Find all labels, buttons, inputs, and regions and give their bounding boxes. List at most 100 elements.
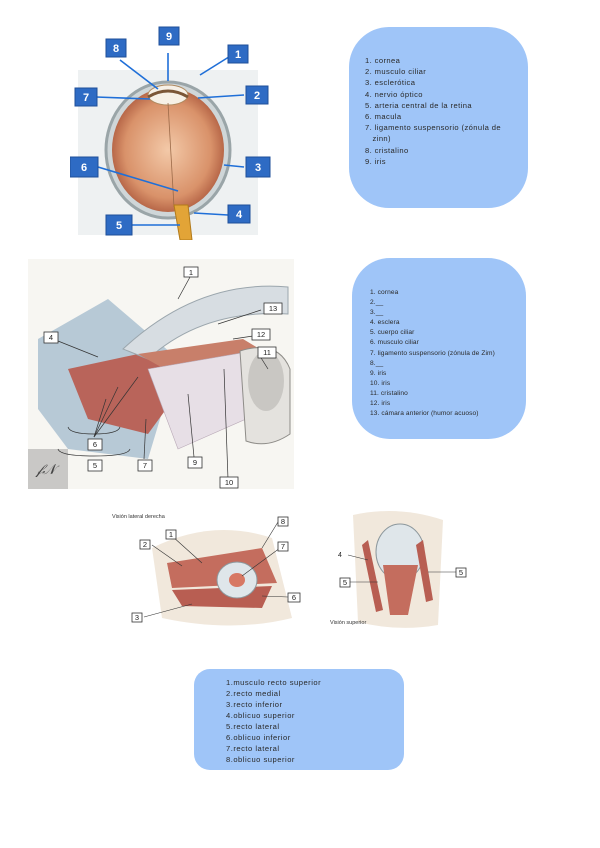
extraocular-muscles-superior-diagram: 4 5 5 Visión superior — [330, 511, 467, 628]
fig3-label-7: 7 — [277, 541, 289, 552]
fig2-label-5: 5 — [87, 459, 103, 472]
svg-text:9: 9 — [193, 458, 197, 467]
legend-item: 4. esclera — [370, 319, 400, 327]
legend-item: zinn) — [365, 134, 391, 144]
svg-text:13: 13 — [269, 304, 277, 313]
legend-item: 13. cámara anterior (humor acuoso) — [370, 410, 479, 418]
fig3-label-8: 8 — [277, 516, 289, 527]
svg-text:5: 5 — [459, 568, 463, 577]
fig3-superior-label-5b: 5 — [455, 567, 467, 578]
fig1-label-3: 3 — [245, 156, 271, 178]
legend-item: 2. musculo ciliar — [365, 67, 427, 77]
legend-item: 5. cuerpo ciliar — [370, 329, 415, 337]
fig2-label-1: 1 — [183, 266, 199, 278]
legend-item: 2.__ — [370, 299, 384, 307]
fig1-label-8: 8 — [105, 38, 127, 58]
fig1-label-6: 6 — [70, 156, 99, 178]
svg-text:2: 2 — [143, 540, 147, 549]
fig1-label-7: 7 — [74, 87, 98, 107]
fig2-label-10: 10 — [219, 476, 239, 489]
svg-text:7: 7 — [143, 461, 147, 470]
legend-item: 4.oblicuo superior — [226, 711, 295, 720]
fig1-label-9: 9 — [158, 26, 180, 46]
legend-item: 1. cornea — [365, 56, 401, 65]
legend-item: 7.recto lateral — [226, 744, 280, 753]
eye-cross-section-diagram: 9 8 1 7 2 6 3 4 5 — [70, 26, 271, 240]
legend-item: 12. iris — [370, 400, 391, 408]
svg-text:8: 8 — [113, 43, 119, 55]
legend-item: 3. esclerótica — [365, 78, 416, 88]
legend-item: 2.recto medial — [226, 689, 281, 698]
fig3-label-1: 1 — [165, 529, 177, 540]
fig2-label-4: 4 — [43, 331, 59, 344]
fig2-label-12: 12 — [251, 328, 271, 341]
fig2-leader-lines — [57, 276, 269, 480]
superior-view-caption: Visión superior — [330, 620, 366, 626]
legend-item: 5. arteria central de la retina — [365, 100, 472, 110]
svg-text:6: 6 — [292, 593, 296, 602]
fig3-label-6: 6 — [287, 592, 301, 603]
svg-text:12: 12 — [257, 330, 265, 339]
svg-text:3: 3 — [135, 613, 139, 622]
svg-text:1: 1 — [189, 268, 193, 277]
anterior-segment-legend-panel: 1. cornea 2.__ 3.__ 4. esclera 5. cuerpo… — [352, 258, 526, 439]
legend-item: 11. cristalino — [370, 389, 408, 397]
fig1-label-2: 2 — [245, 85, 269, 105]
fig1-label-5: 5 — [105, 214, 133, 236]
lateral-view-caption: Visión lateral derecha — [112, 514, 166, 520]
svg-text:1: 1 — [169, 530, 173, 539]
eye-legend-panel: 1. cornea 2. musculo ciliar 3. escleróti… — [349, 27, 528, 208]
legend-item: 1.musculo recto superior — [226, 678, 322, 687]
fig1-leader-lines — [95, 53, 245, 226]
svg-text:9: 9 — [166, 31, 172, 43]
svg-text:4: 4 — [236, 209, 243, 221]
legend-item: 9. iris — [365, 156, 386, 166]
svg-text:5: 5 — [343, 578, 347, 587]
svg-text:4: 4 — [49, 333, 53, 342]
svg-text:10: 10 — [225, 478, 233, 487]
legend-item: 1. cornea — [370, 289, 399, 296]
svg-text:2: 2 — [254, 90, 260, 102]
fig3-superior-label-4: 4 — [338, 552, 342, 559]
legend-item: 8. cristalino — [365, 145, 409, 155]
legend-item: 9. iris — [370, 369, 387, 377]
svg-text:5: 5 — [93, 461, 97, 470]
extraocular-muscles-lateral-diagram: Visión lateral derecha 8 2 1 7 6 3 — [112, 514, 301, 626]
svg-text:7: 7 — [83, 92, 89, 104]
extraocular-muscles-legend-list: 1.musculo recto superior 2.recto medial … — [226, 677, 404, 765]
anterior-segment-legend-list: 1. cornea 2.__ 3.__ 4. esclera 5. cuerpo… — [370, 288, 526, 419]
svg-text:5: 5 — [116, 220, 122, 232]
signature-mark: 𝒻𝒩 — [35, 461, 60, 478]
legend-item: 6. musculo ciliar — [370, 339, 419, 347]
legend-item: 6.oblicuo inferior — [226, 733, 291, 742]
extraocular-muscles-legend-panel: 1.musculo recto superior 2.recto medial … — [194, 669, 404, 770]
fig1-label-4: 4 — [227, 204, 251, 224]
legend-item: 7. ligamento suspensorio (zónula de — [365, 123, 501, 133]
legend-item: 7. ligamento suspensorio (zónula de Zim) — [370, 349, 495, 357]
legend-item: 5.recto lateral — [226, 722, 280, 731]
fig2-label-11: 11 — [257, 346, 277, 359]
svg-text:6: 6 — [93, 440, 97, 449]
legend-item: 3.__ — [370, 309, 384, 317]
legend-item: 10. iris — [370, 379, 391, 387]
fig1-label-1: 1 — [227, 44, 249, 64]
fig2-label-6: 6 — [87, 438, 103, 451]
fig2-label-13: 13 — [263, 302, 283, 315]
svg-text:1: 1 — [235, 49, 241, 61]
fig2-label-7: 7 — [137, 459, 153, 472]
fig3-label-2: 2 — [139, 539, 151, 550]
legend-item: 8.oblicuo superior — [226, 755, 295, 764]
fig3-leader-lines — [143, 521, 289, 618]
legend-item: 4. nervio óptico — [365, 89, 423, 99]
fig3-label-3: 3 — [131, 612, 143, 623]
fig3-superior-label-5a: 5 — [339, 577, 351, 588]
fig2-label-9: 9 — [187, 456, 203, 469]
legend-item: 8.__ — [370, 359, 384, 367]
anterior-segment-diagram: 𝒻𝒩 1 13 12 11 4 6 5 7 9 10 — [28, 259, 294, 489]
svg-text:6: 6 — [81, 162, 87, 174]
svg-text:8: 8 — [281, 517, 285, 526]
svg-text:11: 11 — [263, 348, 271, 357]
eye-legend-list: 1. cornea 2. musculo ciliar 3. escleróti… — [365, 55, 528, 167]
legend-item: 6. macula — [365, 112, 402, 122]
fig3-superior-leader-lines — [347, 554, 456, 583]
